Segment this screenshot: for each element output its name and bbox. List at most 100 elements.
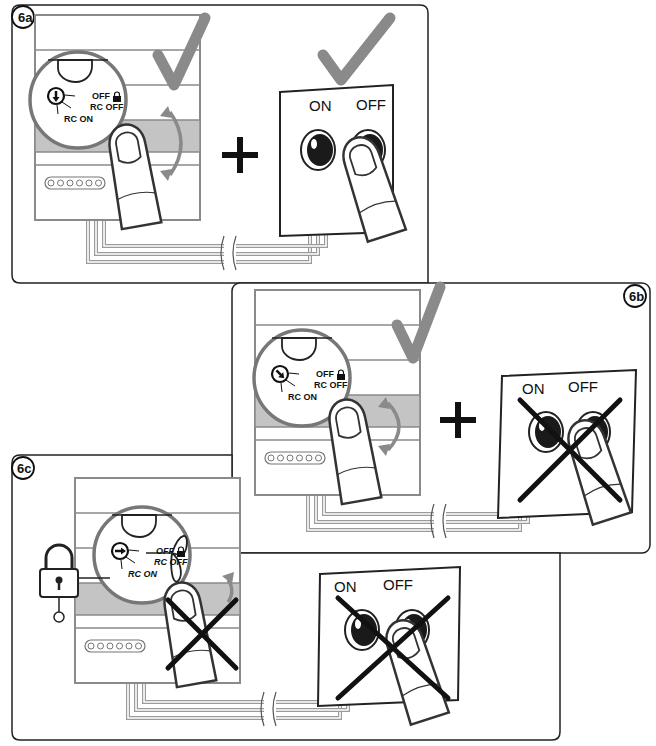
drawing-stroke <box>520 400 620 500</box>
drawing-stroke <box>12 457 34 479</box>
button-label: OFF <box>383 577 413 592</box>
drawing-stroke <box>274 368 287 381</box>
drawing-stroke <box>159 579 216 687</box>
drawing-stroke <box>282 338 316 360</box>
drawing-stroke <box>35 49 200 51</box>
drawing-stroke <box>53 91 60 102</box>
drawing-stroke <box>311 139 317 149</box>
drawing-stroke <box>122 515 156 537</box>
drawing-stroke <box>307 134 333 166</box>
drawing-stroke <box>40 569 78 597</box>
drawing-stroke <box>158 18 205 85</box>
drawing-stroke <box>126 643 132 649</box>
drawing-stroke <box>431 504 446 538</box>
drawing-stroke <box>347 142 377 178</box>
drawing-stroke <box>104 121 161 229</box>
drawing-stroke <box>498 370 636 518</box>
button-label: ON <box>334 579 357 594</box>
dial-position-label: RC ON <box>64 115 93 124</box>
drawing-stroke <box>306 455 312 461</box>
drawing-stroke <box>222 137 258 173</box>
drawing-stroke <box>85 640 145 652</box>
drawing-stroke <box>265 452 325 464</box>
drawing-stroke <box>117 190 155 200</box>
drawing-stroke <box>58 60 92 82</box>
drawing-stroke <box>272 337 332 339</box>
drawing-stroke <box>46 545 72 570</box>
drawing-stroke <box>561 415 631 525</box>
drawing-stroke <box>272 366 288 382</box>
drawing-stroke <box>337 374 345 380</box>
drawing-stroke <box>126 557 135 563</box>
figure-number: 6a <box>18 11 32 24</box>
drawing-stroke <box>115 92 120 96</box>
drawing-stroke <box>107 643 113 649</box>
drawing-stroke <box>115 548 126 555</box>
drawing-stroke <box>112 543 128 559</box>
drawing-stroke <box>104 121 161 229</box>
dial-position-label: RC ON <box>128 570 157 579</box>
drawing-stroke <box>48 88 64 104</box>
drawing-stroke <box>232 283 650 553</box>
drawing-stroke <box>12 5 428 283</box>
drawing-stroke <box>12 6 34 28</box>
drawing-stroke <box>67 180 73 186</box>
drawing-stroke <box>65 95 75 96</box>
drawing-stroke <box>324 396 381 504</box>
drawing-stroke <box>316 455 322 461</box>
drawing-stroke <box>121 548 126 555</box>
drawing-stroke <box>338 598 448 698</box>
drawing-stroke <box>88 643 94 649</box>
drawing-stroke <box>336 132 406 242</box>
drawing-stroke <box>529 412 563 452</box>
drawing-stroke <box>75 478 240 683</box>
drawing-stroke <box>261 692 276 726</box>
drawing-stroke <box>48 59 108 61</box>
drawing-stroke <box>177 551 185 557</box>
drawing-stroke <box>53 97 60 102</box>
drawing-stroke <box>86 180 92 186</box>
drawing-stroke <box>78 577 110 579</box>
button-label: OFF <box>568 379 598 394</box>
drawing-stroke <box>98 643 104 649</box>
drawing-stroke <box>179 547 184 551</box>
dial-position-label: RC OFF <box>314 381 348 390</box>
button-label: OFF <box>356 97 386 112</box>
drawing-stroke <box>222 572 234 584</box>
drawing-stroke <box>62 102 71 108</box>
drawing-stroke <box>75 627 240 629</box>
drawing-stroke <box>136 643 142 649</box>
drawing-stroke <box>114 131 141 165</box>
figure-number: 6b <box>629 290 644 303</box>
drawing-stroke <box>561 415 631 525</box>
figure-number: 6c <box>17 462 31 475</box>
drawing-stroke <box>339 370 344 374</box>
dial-position-label: RC ON <box>288 393 317 402</box>
drawing-stroke <box>324 396 381 504</box>
drawing-stroke <box>77 180 83 186</box>
drawing-stroke <box>58 597 60 612</box>
drawing-stroke <box>390 625 420 661</box>
drawing-stroke <box>12 455 560 740</box>
drawing-stroke <box>160 106 172 181</box>
drawing-stroke <box>388 403 399 450</box>
drawing-stroke <box>159 579 216 687</box>
button-label: ON <box>522 381 545 396</box>
drawing-stroke <box>113 96 121 102</box>
drawing-stroke <box>323 18 390 80</box>
drawing-stroke <box>286 380 295 386</box>
drawing-stroke <box>96 180 102 186</box>
dial-position-label: OFF <box>156 547 174 556</box>
drawing-stroke <box>48 180 54 186</box>
drawing-stroke <box>58 180 64 186</box>
drawing-stroke <box>57 105 58 114</box>
dial-position-label: OFF <box>316 370 334 379</box>
drawing-stroke <box>624 285 646 307</box>
dial-position-label: OFF <box>92 92 110 101</box>
drawing-stroke <box>336 132 406 242</box>
drawing-stroke <box>58 582 61 590</box>
drawing-stroke <box>168 600 236 668</box>
button-label: ON <box>309 98 332 113</box>
drawing-stroke <box>334 406 361 440</box>
